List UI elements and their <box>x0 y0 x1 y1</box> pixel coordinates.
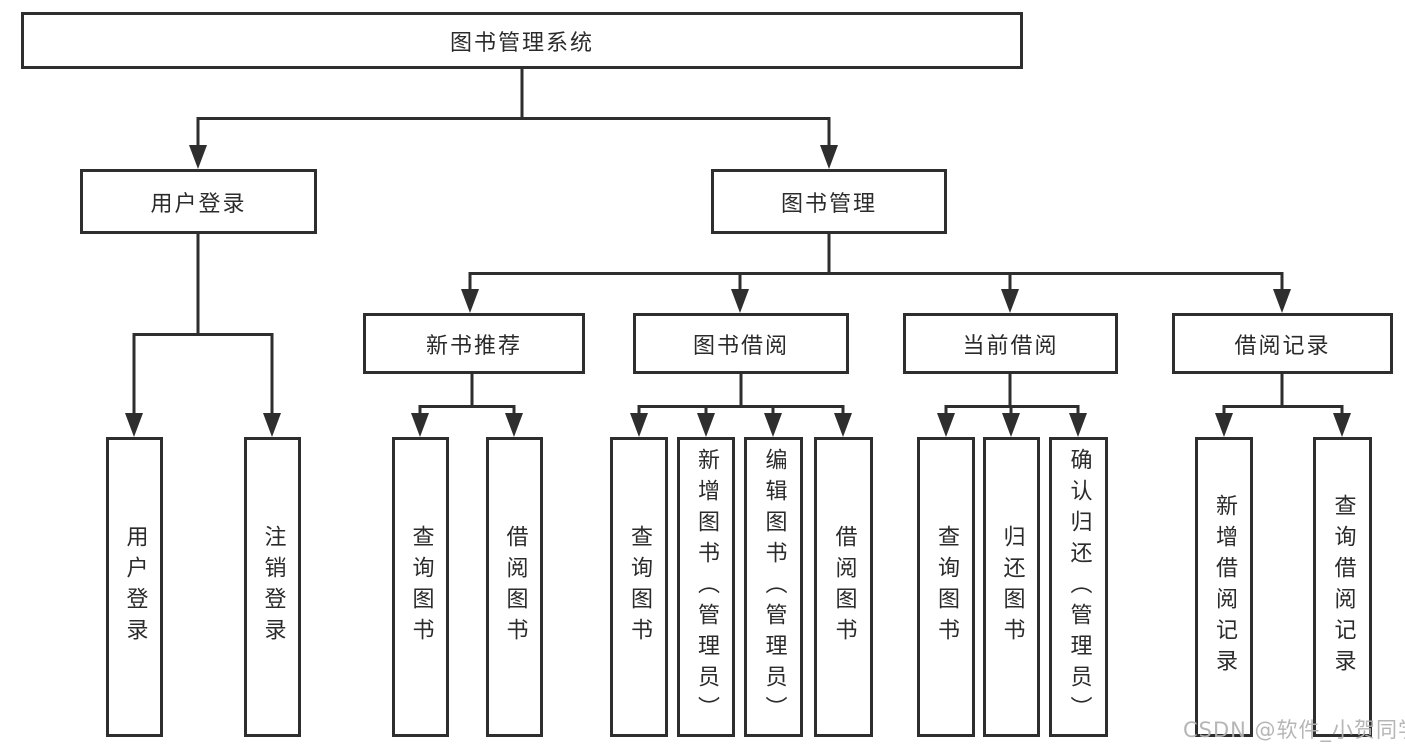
leaf-return-book-label: 归还图书 <box>999 525 1025 649</box>
node-current-borrow-label: 当前借阅 <box>962 333 1059 359</box>
node-new-book-recommend-label: 新书推荐 <box>425 333 522 359</box>
node-book-borrow: 图书借阅 <box>633 313 849 374</box>
leaf-logout-label: 注销登录 <box>260 525 286 649</box>
node-book-borrow-label: 图书借阅 <box>692 333 789 359</box>
leaf-query-borrow-record: 查询借阅记录 <box>1313 437 1372 737</box>
leaf-borrow-books-label: 借阅图书 <box>831 525 857 649</box>
leaf-logout: 注销登录 <box>244 437 301 737</box>
leaf-add-borrow-record: 新增借阅记录 <box>1195 437 1253 737</box>
leaf-query-borrow-record-label: 查询借阅记录 <box>1330 494 1356 680</box>
leaf-recommend-borrow-books-label: 借阅图书 <box>502 525 528 649</box>
leaf-confirm-return-admin: 确认归还（管理员） <box>1049 437 1108 737</box>
node-book-management: 图书管理 <box>711 169 947 234</box>
leaf-current-query-books-label: 查询图书 <box>934 525 959 649</box>
node-root-label: 图书管理系统 <box>449 30 594 56</box>
leaf-return-book: 归还图书 <box>983 437 1040 737</box>
leaf-add-book-admin: 新增图书（管理员） <box>677 437 735 737</box>
csdn-watermark: CSDN @软件_小贺同学 <box>1183 718 1405 742</box>
leaf-recommend-query-books-label: 查询图书 <box>408 525 434 649</box>
leaf-recommend-query-books: 查询图书 <box>392 437 449 737</box>
leaf-edit-book-admin: 编辑图书（管理员） <box>744 437 803 737</box>
leaf-user-login-label: 用户登录 <box>122 525 148 649</box>
node-new-book-recommend: 新书推荐 <box>363 313 585 374</box>
node-borrow-records-label: 借阅记录 <box>1234 333 1331 359</box>
arrowheads <box>125 145 1351 437</box>
node-user-login: 用户登录 <box>80 169 317 234</box>
leaf-confirm-return-admin-label: 确认归还（管理员） <box>1066 447 1092 727</box>
node-borrow-records: 借阅记录 <box>1172 313 1393 374</box>
leaf-borrow-books: 借阅图书 <box>814 437 873 737</box>
leaf-edit-book-admin-label: 编辑图书（管理员） <box>761 447 787 727</box>
node-user-login-label: 用户登录 <box>150 191 247 217</box>
leaf-borrow-query-books: 查询图书 <box>610 437 668 737</box>
leaf-recommend-borrow-books: 借阅图书 <box>486 437 543 737</box>
leaf-add-book-admin-label: 新增图书（管理员） <box>694 447 719 727</box>
node-book-management-label: 图书管理 <box>780 191 877 217</box>
leaf-borrow-query-books-label: 查询图书 <box>627 525 652 649</box>
leaf-current-query-books: 查询图书 <box>917 437 975 737</box>
leaf-user-login: 用户登录 <box>106 437 163 737</box>
node-root: 图书管理系统 <box>21 12 1023 69</box>
node-current-borrow: 当前借阅 <box>903 313 1118 374</box>
leaf-add-borrow-record-label: 新增借阅记录 <box>1212 494 1237 680</box>
